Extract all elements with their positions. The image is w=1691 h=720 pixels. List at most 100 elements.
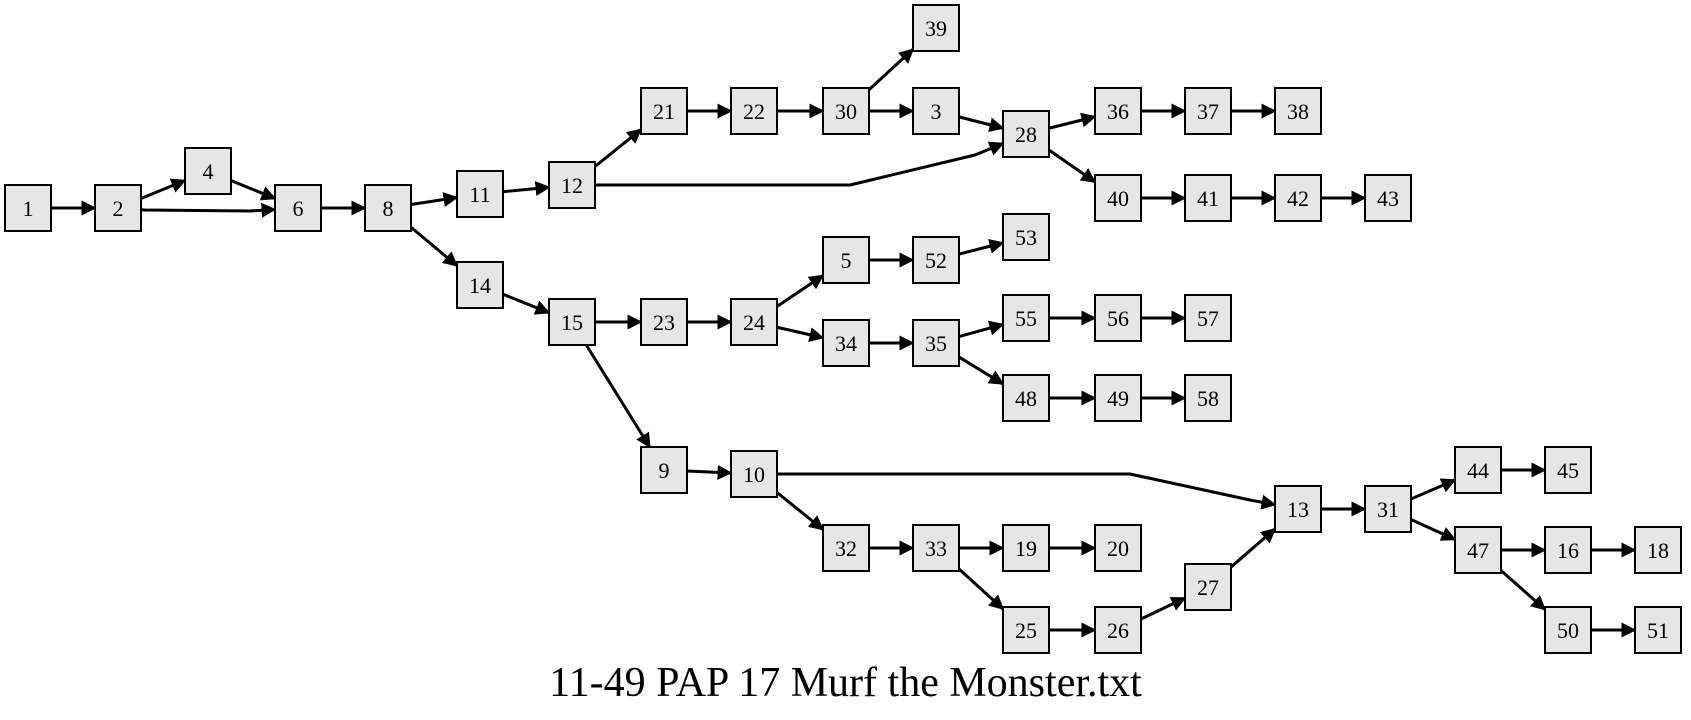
node-label: 28 [1015,122,1037,147]
edge-8-to-11 [410,192,459,207]
node-2: 2 [94,184,142,232]
node-43: 43 [1364,174,1412,222]
edge-2-to-6 [140,202,277,218]
edge-10-to-32 [776,491,825,531]
node-label: 50 [1557,618,1579,643]
node-38: 38 [1274,87,1322,135]
node-box [912,236,960,284]
node-box [184,147,232,195]
node-label: 21 [653,99,675,124]
node-28: 28 [1002,110,1050,158]
node-10: 10 [730,450,778,498]
node-52: 52 [912,236,960,284]
node-box [1634,526,1682,574]
node-box [1184,563,1232,611]
node-label: 14 [469,273,491,298]
node-label: 43 [1377,186,1399,211]
node-label: 51 [1647,618,1669,643]
node-label: 32 [835,536,857,561]
node-label: 48 [1015,386,1037,411]
node-49: 49 [1094,374,1142,422]
node-box [1184,374,1232,422]
node-55: 55 [1002,294,1050,342]
node-label: 13 [1287,497,1309,522]
node-34: 34 [822,319,870,367]
node-26: 26 [1094,606,1142,654]
node-label: 34 [835,331,857,356]
node-box [1094,294,1142,342]
node-box [548,298,596,346]
node-31: 31 [1364,485,1412,533]
node-box [912,4,960,52]
node-box [1002,524,1050,572]
node-label: 2 [113,196,124,221]
node-box [1184,87,1232,135]
node-label: 3 [931,99,942,124]
edge-30-to-39 [867,48,915,91]
node-box [1094,606,1142,654]
node-box [1274,87,1322,135]
node-label: 35 [925,331,947,356]
edge-28-to-40 [1048,148,1097,184]
node-label: 1 [23,196,34,221]
node-label: 42 [1287,186,1309,211]
node-label: 55 [1015,306,1037,331]
node-33: 33 [912,524,960,572]
node-label: 40 [1107,186,1129,211]
node-45: 45 [1544,446,1592,494]
node-box [1094,524,1142,572]
node-box [1094,174,1142,222]
node-23: 23 [640,298,688,346]
node-label: 57 [1197,306,1219,331]
edge-31-to-44 [1410,478,1457,501]
node-label: 24 [743,310,765,335]
node-box [364,184,412,232]
node-label: 8 [383,196,394,221]
edge-9-to-10 [686,464,733,480]
node-box [1002,213,1050,261]
node-label: 33 [925,536,947,561]
node-box [640,298,688,346]
node-label: 10 [743,462,765,487]
edge-33-to-25 [957,567,1005,611]
node-13: 13 [1274,485,1322,533]
node-box [1634,606,1682,654]
node-box [822,236,870,284]
node-box [912,87,960,135]
node-box [1544,526,1592,574]
node-5: 5 [822,236,870,284]
edge-24-to-5 [776,274,825,308]
node-box [1454,526,1502,574]
node-box [1002,294,1050,342]
node-box [1274,485,1322,533]
node-box [1002,374,1050,422]
edge-12-to-21 [594,128,643,168]
node-box [1544,606,1592,654]
node-6: 6 [274,184,322,232]
node-label: 41 [1197,186,1219,211]
node-box [1184,294,1232,342]
node-label: 36 [1107,99,1129,124]
node-11: 11 [456,170,504,218]
node-36: 36 [1094,87,1142,135]
node-box [822,319,870,367]
node-24: 24 [730,298,778,346]
node-label: 26 [1107,618,1129,643]
edge-14-to-15 [502,292,551,315]
node-42: 42 [1274,174,1322,222]
node-22: 22 [730,87,778,135]
node-label: 25 [1015,618,1037,643]
node-label: 6 [293,196,304,221]
node-41: 41 [1184,174,1232,222]
node-box [1274,174,1322,222]
node-12: 12 [548,161,596,209]
edge-47-to-50 [1500,569,1547,611]
node-box [456,170,504,218]
node-box [730,298,778,346]
node-box [1094,87,1142,135]
edge-35-to-55 [958,320,1005,339]
node-47: 47 [1454,526,1502,574]
node-57: 57 [1184,294,1232,342]
edge-4-to-6 [230,179,277,201]
